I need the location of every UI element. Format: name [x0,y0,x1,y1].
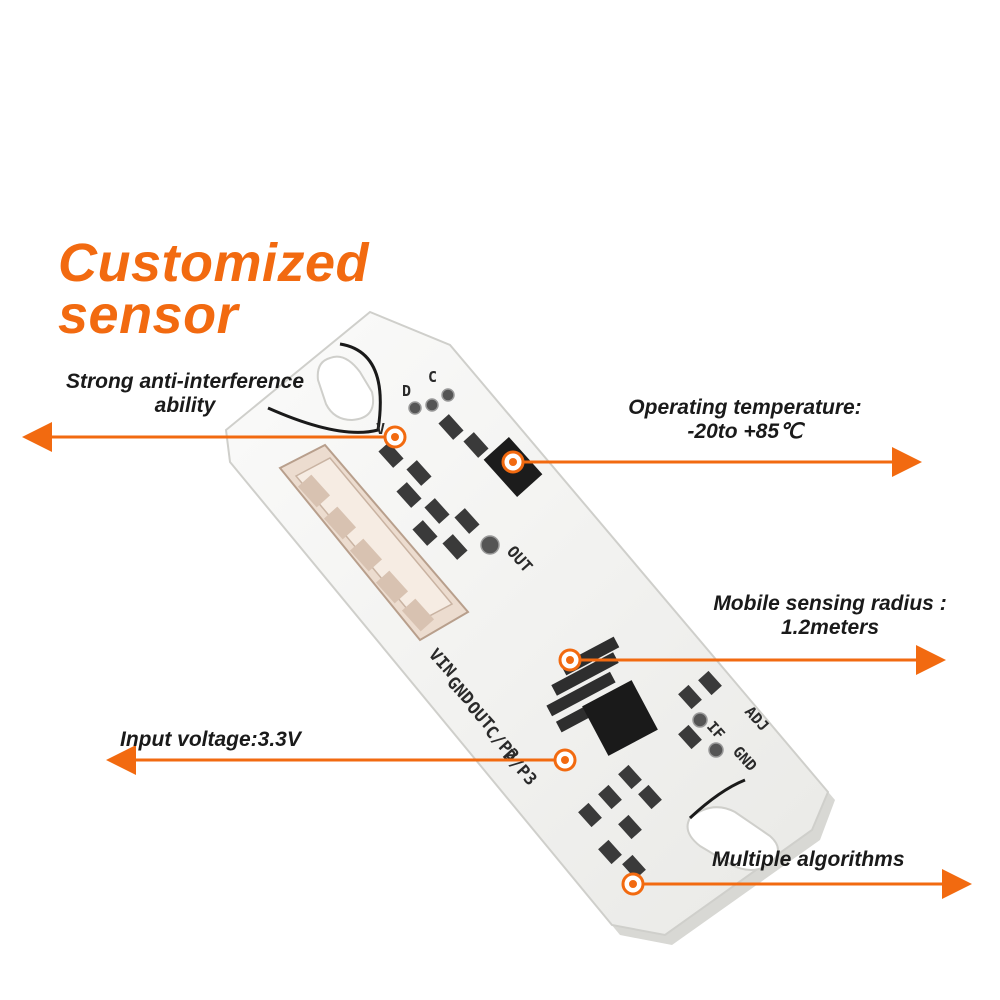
feature-radius-line2: 1.2meters [780,616,880,640]
feature-radius-line1: Mobile sensing radius : [713,592,947,615]
title-line-1: Customized [58,233,370,293]
feature-temperature-line1: Operating temperature: [628,396,862,419]
silk-d: D [402,382,411,400]
feature-interference-line1: Strong anti-interference [65,370,305,393]
pin-connector [278,443,470,642]
top-slot [316,355,374,422]
main-ic [582,680,658,756]
feature-temperature: Operating temperature: -20to +85℃ [595,396,895,444]
feature-voltage-line1: Input voltage:3.3V [120,728,301,751]
feature-algorithms: Multiple algorithms [712,848,972,872]
silk-arc-top [267,342,382,434]
title-line-2: sensor [58,285,239,345]
smd-components-top [378,414,489,560]
feature-interference-line2: ability [154,394,216,418]
feature-voltage: Input voltage:3.3V [120,728,380,752]
feature-interference: Strong anti-interference ability [30,370,340,418]
board-body [224,310,830,937]
feature-temperature-line2: -20to +85℃ [687,420,803,444]
feature-radius: Mobile sensing radius : 1.2meters [670,592,990,640]
silk-v: V [376,420,385,438]
vias [408,388,724,758]
smd-components-bottom [578,670,722,880]
feature-algorithms-line1: Multiple algorithms [712,848,905,871]
bottom-slot [686,806,779,871]
silk-c: C [428,368,437,386]
silk-arc-bottom [688,778,746,820]
